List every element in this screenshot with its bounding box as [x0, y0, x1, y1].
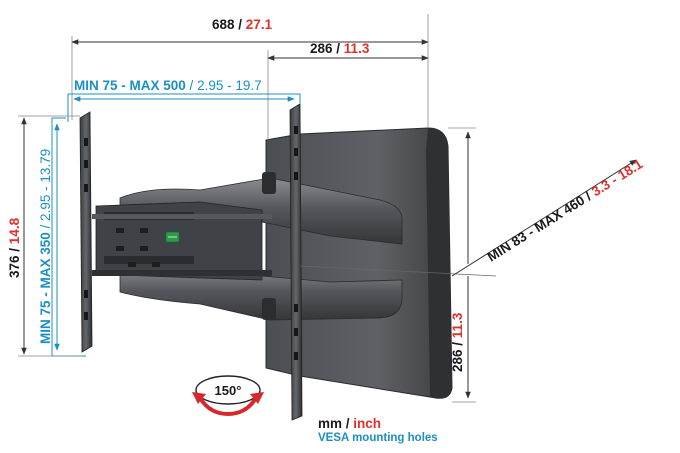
units-legend-line: mm / inch	[318, 416, 438, 431]
extension-label: MIN 83 - MAX 460 / 3.3 - 18.1	[485, 156, 646, 264]
vesa-vertical-label: MIN 75 - MAX 350 / 2.95 - 13.79	[38, 149, 53, 344]
right-tv-bracket	[289, 103, 303, 421]
vesa-legend: VESA mounting holes	[318, 432, 438, 444]
rotation-angle-label: 150°	[215, 383, 242, 398]
rotation-icon	[192, 375, 264, 416]
lower-arm	[119, 265, 403, 321]
total-width-label: 688 / 27.1	[212, 17, 273, 32]
lower-depth-label: 286 / 11.3	[450, 312, 465, 372]
wall-mount-bracket	[79, 103, 453, 421]
dimension-lines	[18, 14, 637, 403]
units-legend: mm / inch VESA mounting holes	[318, 416, 438, 446]
depth-label-top: 286 / 11.3	[310, 41, 370, 56]
left-tv-bracket	[79, 111, 93, 353]
units-inch: inch	[353, 416, 382, 431]
vesa-horizontal-label: MIN 75 - MAX 500 / 2.95 - 19.7	[74, 78, 262, 93]
units-mm: mm	[318, 416, 343, 431]
height-label: 376 / 14.8	[7, 217, 22, 278]
units-separator: /	[342, 416, 354, 431]
